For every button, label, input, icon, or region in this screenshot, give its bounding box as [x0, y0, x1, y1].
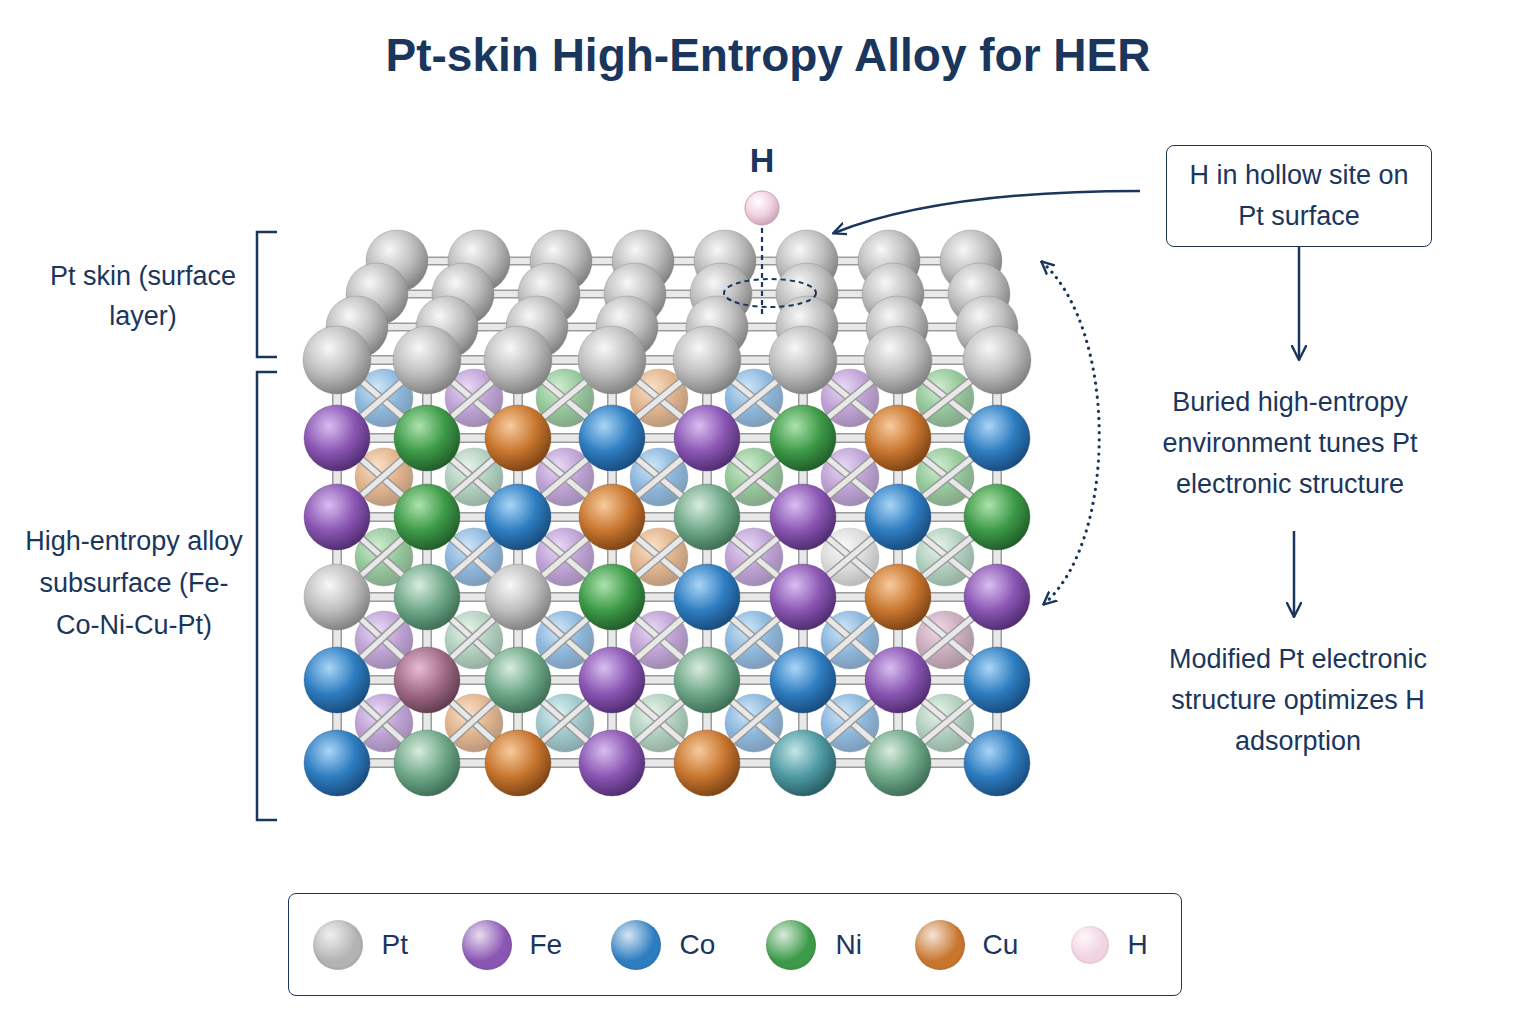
legend-swatch	[766, 920, 816, 970]
layer-label: High-entropy alloy subsurface (Fe-Co-Ni-…	[18, 520, 250, 646]
atom	[865, 730, 931, 796]
legend-text: H	[1128, 927, 1148, 963]
atom	[485, 405, 551, 471]
legend-text: Fe	[530, 927, 563, 963]
atom	[579, 484, 645, 550]
adsorption-dash	[761, 228, 763, 318]
flow-arrow	[1298, 247, 1301, 360]
atom	[579, 564, 645, 630]
annotation-group	[257, 191, 1140, 820]
atom	[770, 484, 836, 550]
atom	[770, 405, 836, 471]
atom	[393, 326, 461, 394]
atom	[674, 730, 740, 796]
atom	[579, 730, 645, 796]
atom	[964, 564, 1030, 630]
atom	[579, 405, 645, 471]
atom	[484, 326, 552, 394]
step-box: H in hollow site on Pt surface	[1166, 145, 1432, 247]
legend-swatch	[313, 920, 363, 970]
step-text-line: Buried high-entropy environment tunes Pt…	[1130, 382, 1450, 505]
legend-swatch	[1071, 926, 1109, 964]
atom	[304, 484, 370, 550]
atom	[864, 326, 932, 394]
atom	[964, 647, 1030, 713]
atom	[770, 564, 836, 630]
atom	[304, 647, 370, 713]
atom	[304, 564, 370, 630]
hollow-site-marker	[724, 279, 816, 307]
atom	[394, 564, 460, 630]
legend-box: Pt Fe Co Ni Cu H	[288, 893, 1182, 996]
atom	[578, 326, 646, 394]
atom	[674, 564, 740, 630]
atom	[674, 647, 740, 713]
atom	[304, 730, 370, 796]
atom	[964, 484, 1030, 550]
diagram-title: Pt-skin High-Entropy Alloy for HER	[0, 28, 1536, 82]
atom	[770, 730, 836, 796]
atom	[394, 405, 460, 471]
legend-swatch	[915, 920, 965, 970]
step-text: Buried high-entropy environment tunes Pt…	[1130, 360, 1450, 531]
atom	[963, 326, 1031, 394]
atom-label: H	[732, 140, 792, 180]
atom	[394, 484, 460, 550]
atom	[673, 326, 741, 394]
hydrogen-atom	[745, 191, 779, 225]
atom	[485, 484, 551, 550]
atom	[579, 647, 645, 713]
atom	[964, 730, 1030, 796]
atom	[485, 730, 551, 796]
layer-label: Pt skin (surface layer)	[43, 256, 243, 336]
legend-text: Co	[680, 927, 716, 963]
step-text-line: Modified Pt electronic structure optimiz…	[1138, 639, 1458, 762]
atom	[769, 326, 837, 394]
leader-arrow	[834, 191, 1140, 233]
atom	[304, 405, 370, 471]
atom	[964, 405, 1030, 471]
atom	[394, 647, 460, 713]
bracket	[257, 232, 277, 357]
atom	[674, 484, 740, 550]
influence-arc	[1042, 262, 1099, 604]
legend-text: Cu	[983, 927, 1019, 963]
legend-swatch	[611, 920, 661, 970]
step-text-line: H in hollow site on Pt surface	[1181, 155, 1417, 237]
lattice-group	[303, 230, 1031, 796]
atom	[865, 405, 931, 471]
step-text: Modified Pt electronic structure optimiz…	[1138, 617, 1458, 784]
flow-arrow	[1293, 531, 1296, 617]
legend-swatch	[462, 920, 512, 970]
atom	[303, 326, 371, 394]
atom	[394, 730, 460, 796]
atom	[485, 647, 551, 713]
atom	[865, 484, 931, 550]
atom	[770, 647, 836, 713]
atom	[485, 564, 551, 630]
legend-text: Pt	[382, 927, 408, 963]
atom	[674, 405, 740, 471]
atom	[865, 564, 931, 630]
legend-text: Ni	[836, 927, 862, 963]
atom	[865, 647, 931, 713]
bracket	[257, 372, 277, 820]
